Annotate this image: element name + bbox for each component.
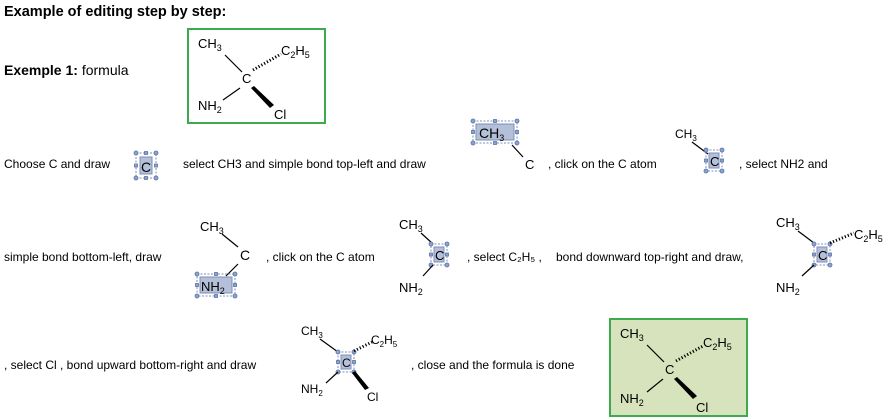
svg-text:NH2: NH2 — [776, 280, 800, 297]
svg-text:C: C — [435, 248, 444, 263]
svg-text:NH2: NH2 — [201, 279, 225, 296]
example-label: Exemple 1: formula — [4, 62, 129, 78]
svg-text:Cl: Cl — [696, 400, 708, 415]
svg-text:C2H5: C2H5 — [854, 227, 883, 244]
page-title: Example of editing step by step: — [4, 4, 227, 20]
svg-text:C: C — [525, 157, 534, 172]
example-formula: CH3 C C2H5 NH2 Cl — [187, 28, 326, 124]
example-name: formula — [81, 62, 129, 78]
svg-text:C: C — [240, 247, 250, 263]
step-text-4: , select NH2 and — [739, 157, 828, 171]
svg-text:C: C — [342, 356, 351, 370]
step-3-molecule: CH3 C — [675, 127, 725, 174]
atom-nh2: NH2 — [198, 98, 222, 115]
svg-text:CH3: CH3 — [620, 326, 644, 343]
step-text-6: , click on the C atom — [266, 250, 375, 264]
step-text-2: select CH3 and simple bond top-left and … — [183, 157, 426, 171]
atom-ch3: CH3 — [198, 36, 222, 53]
step-1-molecule: C — [133, 150, 159, 181]
step-text-9: , select Cl , bond upward bottom-right a… — [4, 358, 257, 372]
svg-text:NH2: NH2 — [620, 391, 644, 408]
atom-cl: Cl — [274, 107, 286, 122]
svg-text:NH2: NH2 — [301, 382, 323, 398]
step-6-molecule: CH3 C NH2 — [399, 217, 450, 297]
svg-text:CH3: CH3 — [479, 125, 504, 143]
svg-text:C: C — [818, 248, 827, 263]
atom-c: C — [242, 71, 251, 86]
step-text-8: bond downward top-right and draw, — [556, 250, 744, 264]
svg-text:CH3: CH3 — [675, 127, 697, 143]
step-5-molecule: CH3 C NH2 — [194, 219, 250, 299]
svg-text:NH2: NH2 — [399, 280, 423, 297]
svg-text:C: C — [665, 362, 674, 377]
step-text-7: , select C₂H₅ , — [467, 250, 542, 264]
svg-text:CH3: CH3 — [399, 217, 423, 234]
step-8-molecule: CH3 C C2H5 NH2 — [776, 215, 883, 297]
step-9-molecule: CH3 C C2H5 NH2 Cl — [301, 324, 398, 404]
svg-text:C: C — [141, 159, 151, 175]
svg-text:CH3: CH3 — [200, 219, 224, 236]
svg-text:CH3: CH3 — [301, 324, 323, 340]
step-text-3: , click on the C atom — [548, 157, 657, 171]
step-text-10: , close and the formula is done — [411, 358, 575, 372]
svg-text:Cl: Cl — [367, 390, 378, 404]
example-number: Exemple 1: — [4, 62, 78, 78]
step-text-5: simple bond bottom-left, draw — [4, 250, 162, 264]
svg-text:C2H5: C2H5 — [371, 333, 398, 349]
svg-text:CH3: CH3 — [776, 215, 800, 232]
final-formula: CH3 C C2H5 NH2 Cl — [609, 318, 748, 417]
svg-text:C2H5: C2H5 — [703, 335, 732, 352]
step-2-molecule: CH3 C — [470, 118, 534, 172]
step-text-1: Choose C and draw — [4, 157, 111, 171]
atom-c2h5: C2H5 — [281, 43, 310, 60]
svg-text:C: C — [710, 154, 719, 169]
